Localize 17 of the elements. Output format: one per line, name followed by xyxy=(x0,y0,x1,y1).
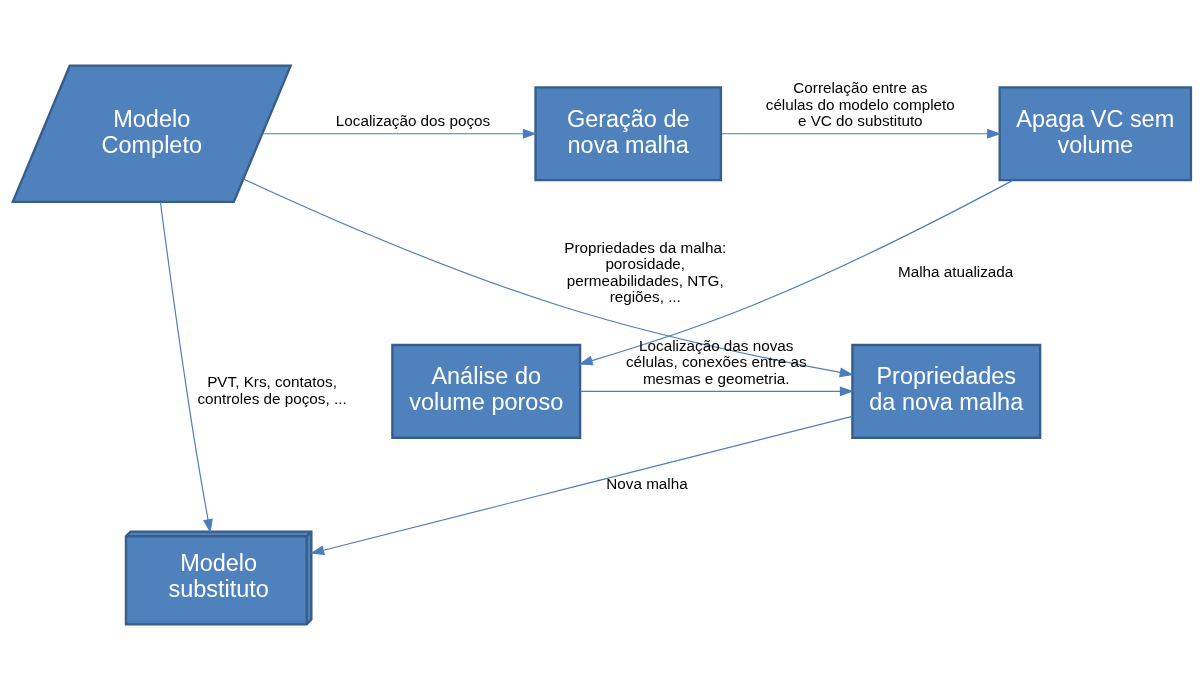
edge-label: Nova malha xyxy=(606,474,688,492)
edge-label: Correlação entre as células do modelo completo e VC do substituto xyxy=(765,79,955,130)
arrow xyxy=(159,201,213,534)
node-box: Apaga VC sem volume xyxy=(998,86,1193,182)
edge-label: Malha atualizada xyxy=(897,263,1014,281)
node-box: Geração de nova malha xyxy=(534,86,723,182)
edge-label: Localização dos poços xyxy=(335,112,491,130)
arrow xyxy=(579,386,854,397)
node-box: Análise do volume poroso xyxy=(391,343,582,439)
arrow xyxy=(578,179,1014,366)
arrow xyxy=(310,415,853,555)
node-box: Propriedades da nova malha xyxy=(851,343,1042,439)
arrow xyxy=(261,128,537,139)
edge-label: Propriedades da malha: porosidade, permeabilidades, NTG, regiões, ... xyxy=(564,238,727,306)
arrow xyxy=(242,178,854,378)
edge-label: PVT, Krs, contatos, controles de poços, ... xyxy=(197,373,347,407)
arrow xyxy=(720,128,1002,139)
